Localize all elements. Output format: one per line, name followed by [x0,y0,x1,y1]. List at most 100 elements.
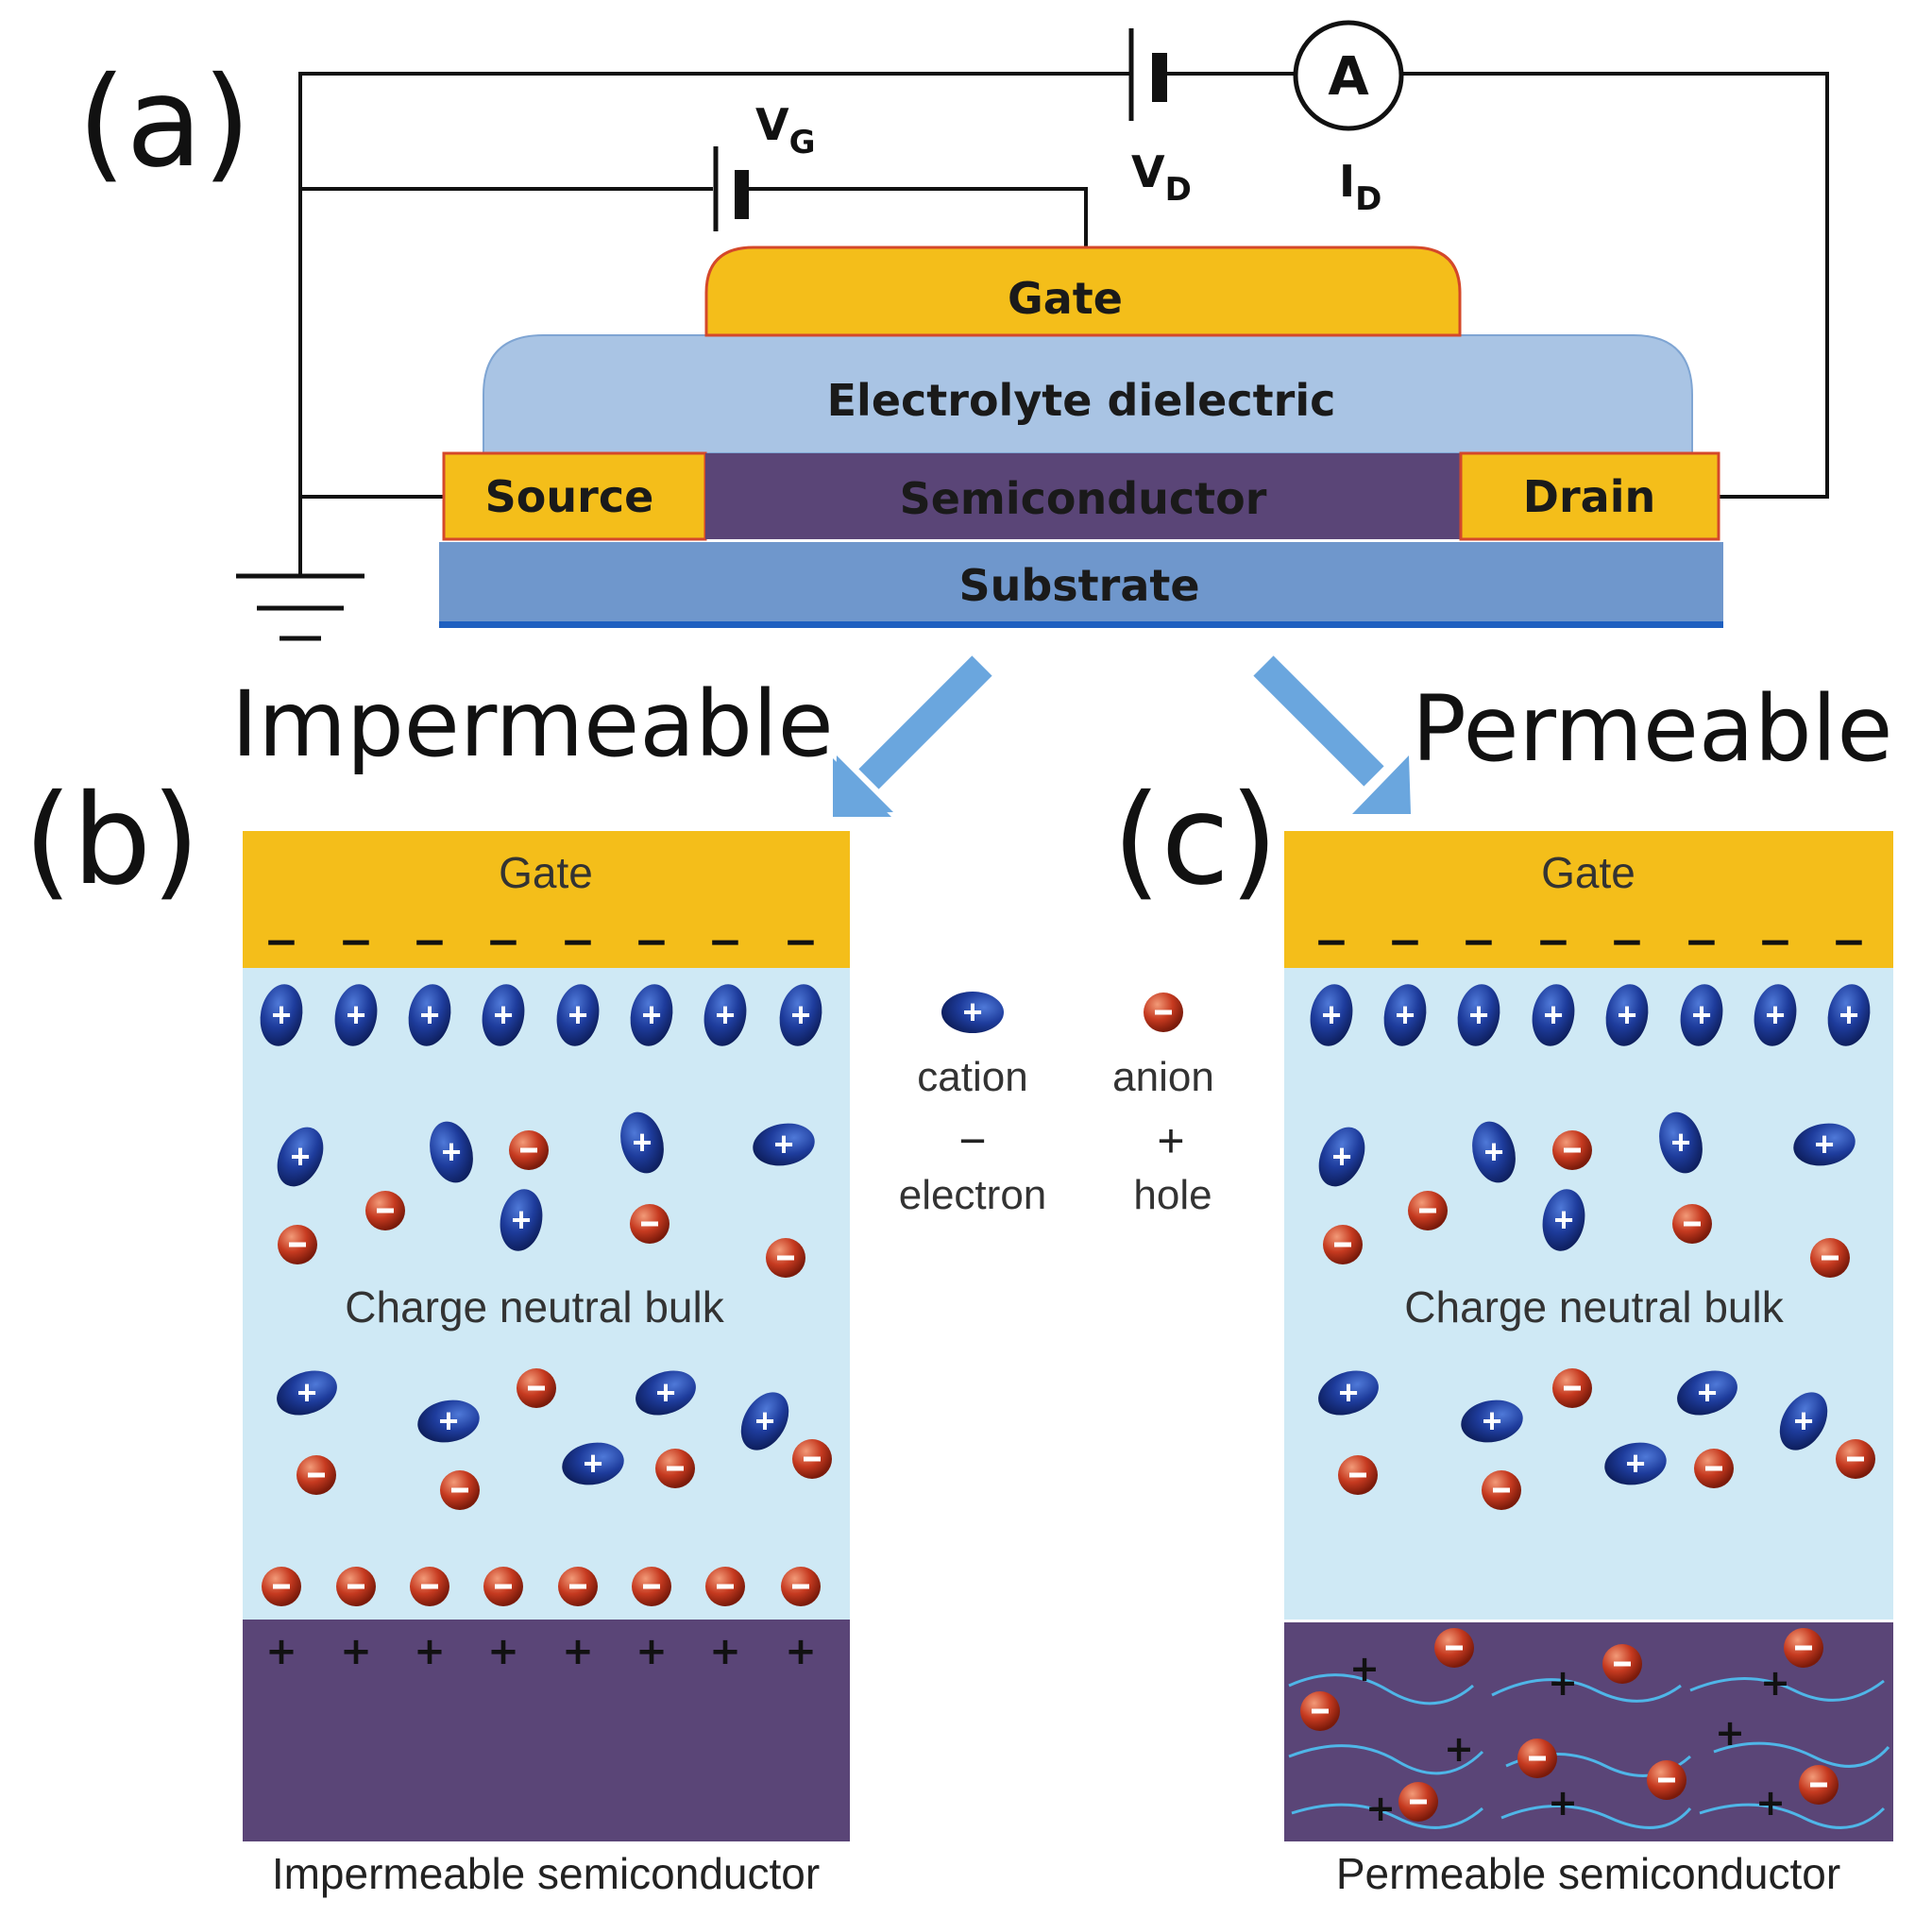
electrolyte-layer-label: Electrolyte dielectric [827,375,1336,426]
legend-electron-label: electron [899,1172,1047,1218]
svg-text:+: + [1839,995,1858,1034]
gate-electron-row-b: −−−−−−−− [264,918,819,966]
svg-text:+: + [1395,995,1415,1034]
anion-icon [1300,1691,1340,1731]
electron-sign: − [1462,918,1497,966]
svg-text:+: + [641,995,661,1034]
drain-electrode [1459,451,1720,541]
electron-sign: − [1314,918,1349,966]
cation-icon: + [1461,1400,1523,1443]
electron-sign: − [413,918,448,966]
svg-text:+: + [583,1444,602,1483]
ground-icon [236,573,364,641]
svg-text:+: + [1483,1132,1503,1171]
svg-text:+: + [962,992,982,1031]
ammeter-icon: A [1293,20,1404,131]
ion-layer-c: ++++++++++++++++++ [1300,984,1875,1822]
svg-text:+: + [715,995,735,1034]
anion-icon [766,1238,805,1278]
electron-sign: − [561,918,596,966]
gate-block-c [1284,831,1893,968]
svg-text:+: + [1765,995,1785,1034]
anion-icon [440,1470,480,1510]
electron-sign: − [1832,918,1867,966]
semiconductor-layer [705,453,1461,539]
substrate-layer [439,542,1723,625]
cation-icon: + [941,992,1004,1033]
cation-icon: + [334,984,378,1046]
svg-text:+: + [632,1123,652,1162]
cation-icon: + [636,1370,696,1416]
svg-text:+: + [1814,1125,1834,1163]
polymer-chain [1713,1741,1890,1768]
hole-sign: + [1349,1648,1380,1689]
polymer-chain [1699,1803,1886,1829]
legend-anion-label: anion [1112,1054,1214,1100]
id-label: ID [1339,156,1381,218]
hole-sign: + [1548,1662,1578,1704]
gate-label-b: Gate [499,848,593,897]
svg-text:+: + [271,995,291,1034]
legend-anion-icon [1144,992,1183,1032]
svg-text:+: + [1691,995,1711,1034]
cation-icon: + [1827,984,1871,1046]
electron-sign: − [486,918,521,966]
cation-icon: + [630,984,673,1046]
caption-c: Permeable semiconductor [1336,1849,1840,1898]
anion-icon [792,1439,832,1479]
arrow-to-permeable [1253,655,1411,814]
hole-sign: + [487,1630,519,1673]
cation-icon: + [1680,984,1723,1046]
electron-sign: − [1388,918,1423,966]
impermeable-heading: Impermeable [231,671,834,777]
electron-sign: − [1610,918,1645,966]
svg-text:+: + [493,995,513,1034]
electrolyte-block-b [243,968,850,1620]
electron-sign: − [635,918,669,966]
anion-icon [1836,1439,1875,1479]
anion-icon [262,1567,301,1606]
anion-icon [630,1204,669,1244]
anion-icon [410,1567,449,1606]
svg-text:+: + [290,1137,310,1176]
cation-icon: + [779,984,822,1046]
polymer-chain [1288,1744,1484,1775]
drain-voltage-battery-icon [1128,28,1167,121]
cation-icon: + [1532,984,1575,1046]
electron-sign: − [1758,918,1793,966]
permeable-heading: Permeable [1412,676,1892,782]
gate-electron-row-c: −−−−−−−− [1314,918,1867,966]
anion-icon [1799,1765,1839,1805]
electron-sign: − [1685,918,1720,966]
legend-electron-symbol: − [958,1114,986,1167]
arrow-to-impermeable [833,655,992,817]
panel-b: Gate Charge neutral bulk Impermeable sem… [243,831,850,1898]
legend-hole-label: hole [1133,1172,1212,1218]
svg-text:+: + [1697,1373,1717,1412]
svg-text:+: + [568,995,587,1034]
svg-text:+: + [297,1373,316,1412]
svg-text:+: + [438,1401,458,1440]
cation-icon: + [1677,1370,1737,1416]
svg-text:+: + [441,1132,461,1171]
cation-icon: + [482,984,525,1046]
cation-icon: + [1310,984,1353,1046]
svg-text:+: + [1482,1401,1501,1440]
cation-icon: + [740,1392,789,1450]
bulk-label-c: Charge neutral bulk [1404,1282,1784,1332]
vg-label: VG [755,99,816,161]
semiconductor-hole-row-b: ++++++++ [265,1630,817,1673]
svg-text:+: + [419,995,439,1034]
anion-icon [1517,1739,1557,1778]
anion-icon [1482,1470,1521,1510]
cation-icon: + [1604,1442,1667,1485]
anion-icon [1810,1238,1850,1278]
anion-icon [1552,1368,1592,1408]
anion-icon [1672,1204,1712,1244]
source-label: Source [485,471,654,522]
hole-sign: + [1760,1662,1790,1704]
anion-icon [1338,1455,1378,1495]
anion-icon [297,1455,336,1495]
panel-c: Gate Charge neutral bulk Permeable semic… [1284,831,1893,1898]
legend-cation-label: cation [917,1054,1027,1100]
